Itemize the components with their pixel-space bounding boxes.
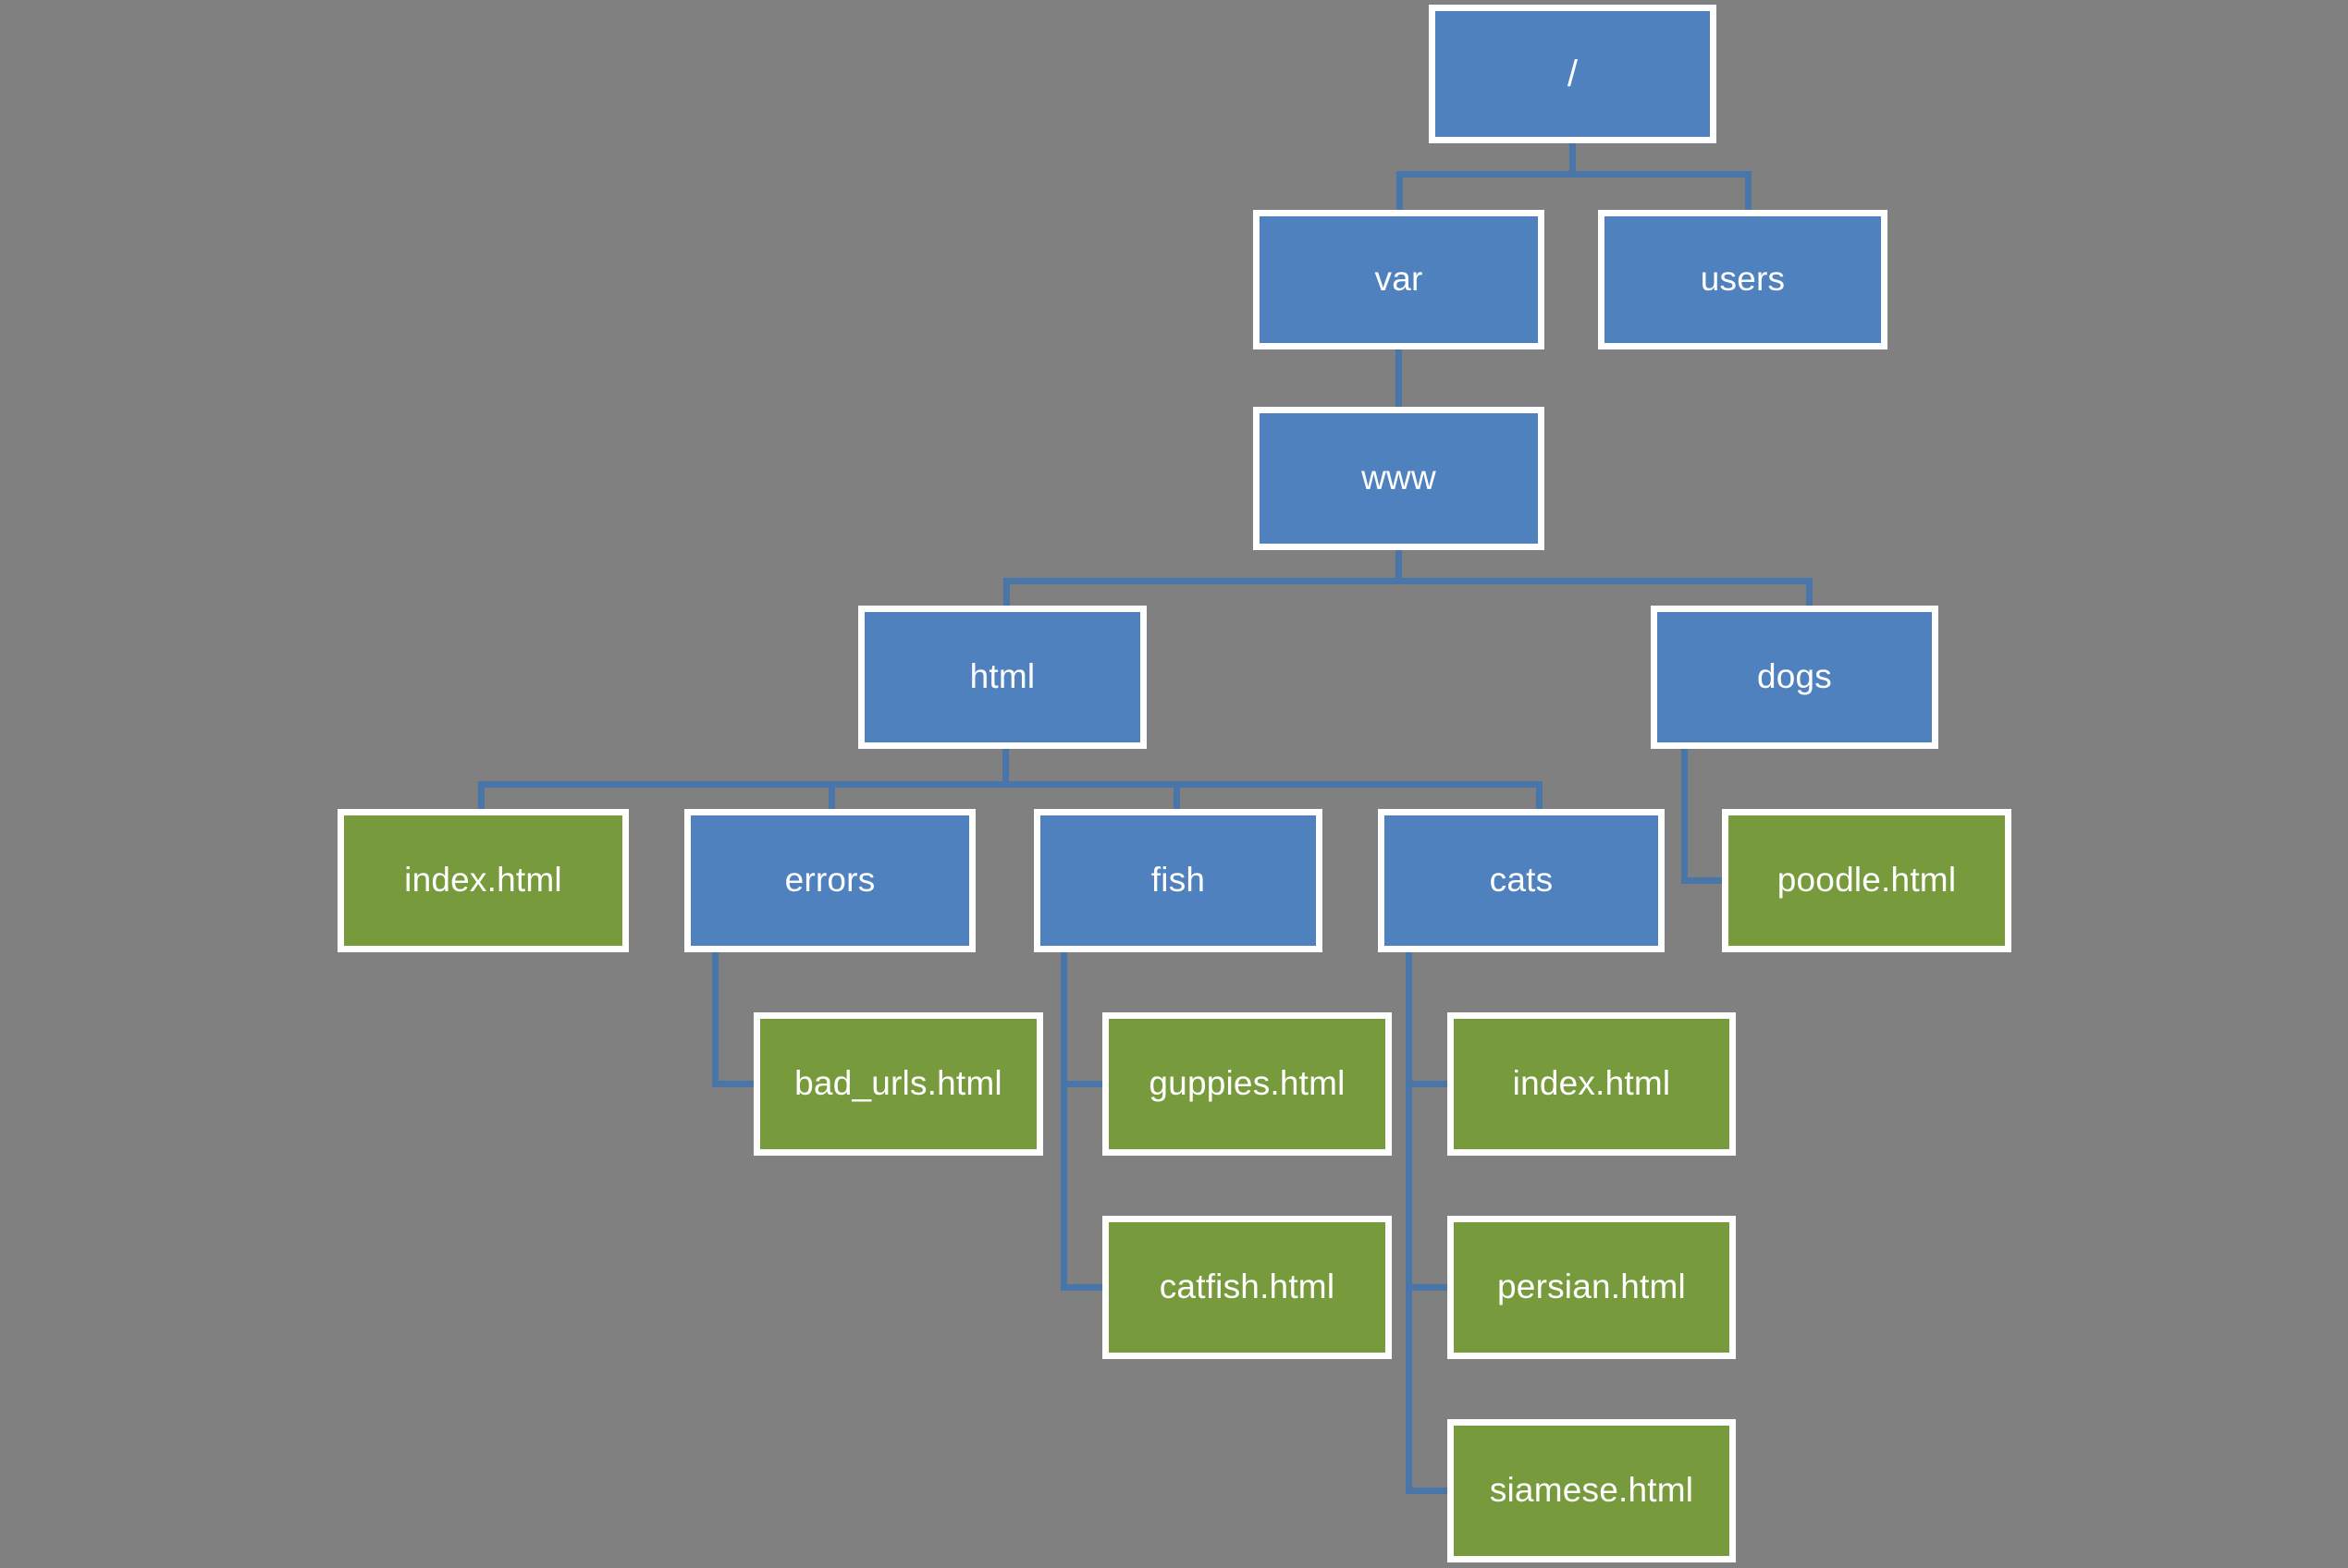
tree-node-fish[interactable]: fish — [1034, 809, 1322, 952]
tree-node-label: html — [969, 657, 1036, 696]
connector-html-bus — [478, 781, 1543, 788]
tree-node-label: catfish.html — [1159, 1268, 1335, 1306]
tree-node-label: dogs — [1756, 657, 1833, 696]
tree-node-var[interactable]: var — [1253, 210, 1544, 349]
connector-html-to-index-drop — [478, 781, 485, 812]
tree-node-label: poodle.html — [1776, 861, 1957, 900]
connector-fish-to-catfish-stub — [1061, 1284, 1107, 1291]
tree-node-bad_urls[interactable]: bad_urls.html — [754, 1012, 1043, 1156]
tree-node-label: guppies.html — [1149, 1064, 1346, 1103]
connector-cats-drop — [1406, 952, 1412, 1493]
connector-www-to-dogs-drop — [1806, 578, 1813, 608]
tree-node-label: users — [1700, 260, 1786, 299]
tree-node-label: fish — [1150, 861, 1206, 900]
tree-node-index_html_1[interactable]: index.html — [338, 809, 629, 952]
tree-node-poodle_html[interactable]: poodle.html — [1722, 809, 2011, 952]
tree-node-html[interactable]: html — [858, 606, 1147, 749]
tree-node-errors[interactable]: errors — [684, 809, 976, 952]
tree-node-cats[interactable]: cats — [1378, 809, 1665, 952]
connector-root-stem — [1569, 143, 1576, 177]
connector-dogs-to-poodle-stub — [1681, 877, 1727, 884]
tree-node-index_html_2[interactable]: index.html — [1447, 1012, 1736, 1156]
connector-fish-to-guppies-stub — [1061, 1081, 1107, 1087]
tree-node-guppies[interactable]: guppies.html — [1102, 1012, 1392, 1156]
connector-fish-drop — [1061, 952, 1067, 1290]
tree-node-siamese[interactable]: siamese.html — [1447, 1419, 1736, 1562]
connector-root-bus — [1396, 171, 1752, 178]
connector-cats-to-index-stub — [1406, 1081, 1452, 1087]
tree-node-label: persian.html — [1497, 1268, 1686, 1306]
tree-node-users[interactable]: users — [1598, 210, 1887, 349]
tree-node-www[interactable]: www — [1253, 407, 1544, 550]
connector-html-to-fish-drop — [1174, 781, 1180, 812]
connector-cats-to-persian-stub — [1406, 1284, 1452, 1291]
tree-node-label: siamese.html — [1489, 1471, 1694, 1510]
tree-node-label: index.html — [1512, 1064, 1671, 1103]
connector-html-to-cats-drop — [1536, 781, 1543, 812]
connector-www-bus — [1003, 578, 1813, 584]
connector-cats-to-siamese-stub — [1406, 1488, 1452, 1494]
tree-node-label: bad_urls.html — [794, 1064, 1002, 1103]
connector-errors-drop — [712, 952, 719, 1086]
connector-html-stem — [1002, 749, 1009, 784]
tree-node-label: index.html — [404, 861, 562, 900]
tree-node-label: errors — [784, 861, 876, 900]
connector-www-to-html-drop — [1003, 578, 1010, 608]
connector-root-to-users-drop — [1745, 171, 1752, 213]
connector-www-stem — [1395, 550, 1402, 583]
connector-html-to-errors-drop — [829, 781, 835, 812]
connector-root-to-var-drop — [1396, 171, 1403, 213]
tree-node-catfish[interactable]: catfish.html — [1102, 1216, 1392, 1359]
tree-node-label: www — [1361, 459, 1436, 497]
connector-errors-to-bad-stub — [712, 1081, 758, 1087]
tree-node-dogs[interactable]: dogs — [1651, 606, 1938, 749]
tree-node-label: cats — [1489, 861, 1554, 900]
connector-dogs-drop — [1681, 749, 1688, 883]
connector-var-to-www — [1395, 349, 1402, 410]
tree-node-label: / — [1567, 54, 1579, 94]
tree-node-label: var — [1374, 260, 1423, 299]
tree-node-persian[interactable]: persian.html — [1447, 1216, 1736, 1359]
tree-node-root[interactable]: / — [1429, 5, 1716, 143]
